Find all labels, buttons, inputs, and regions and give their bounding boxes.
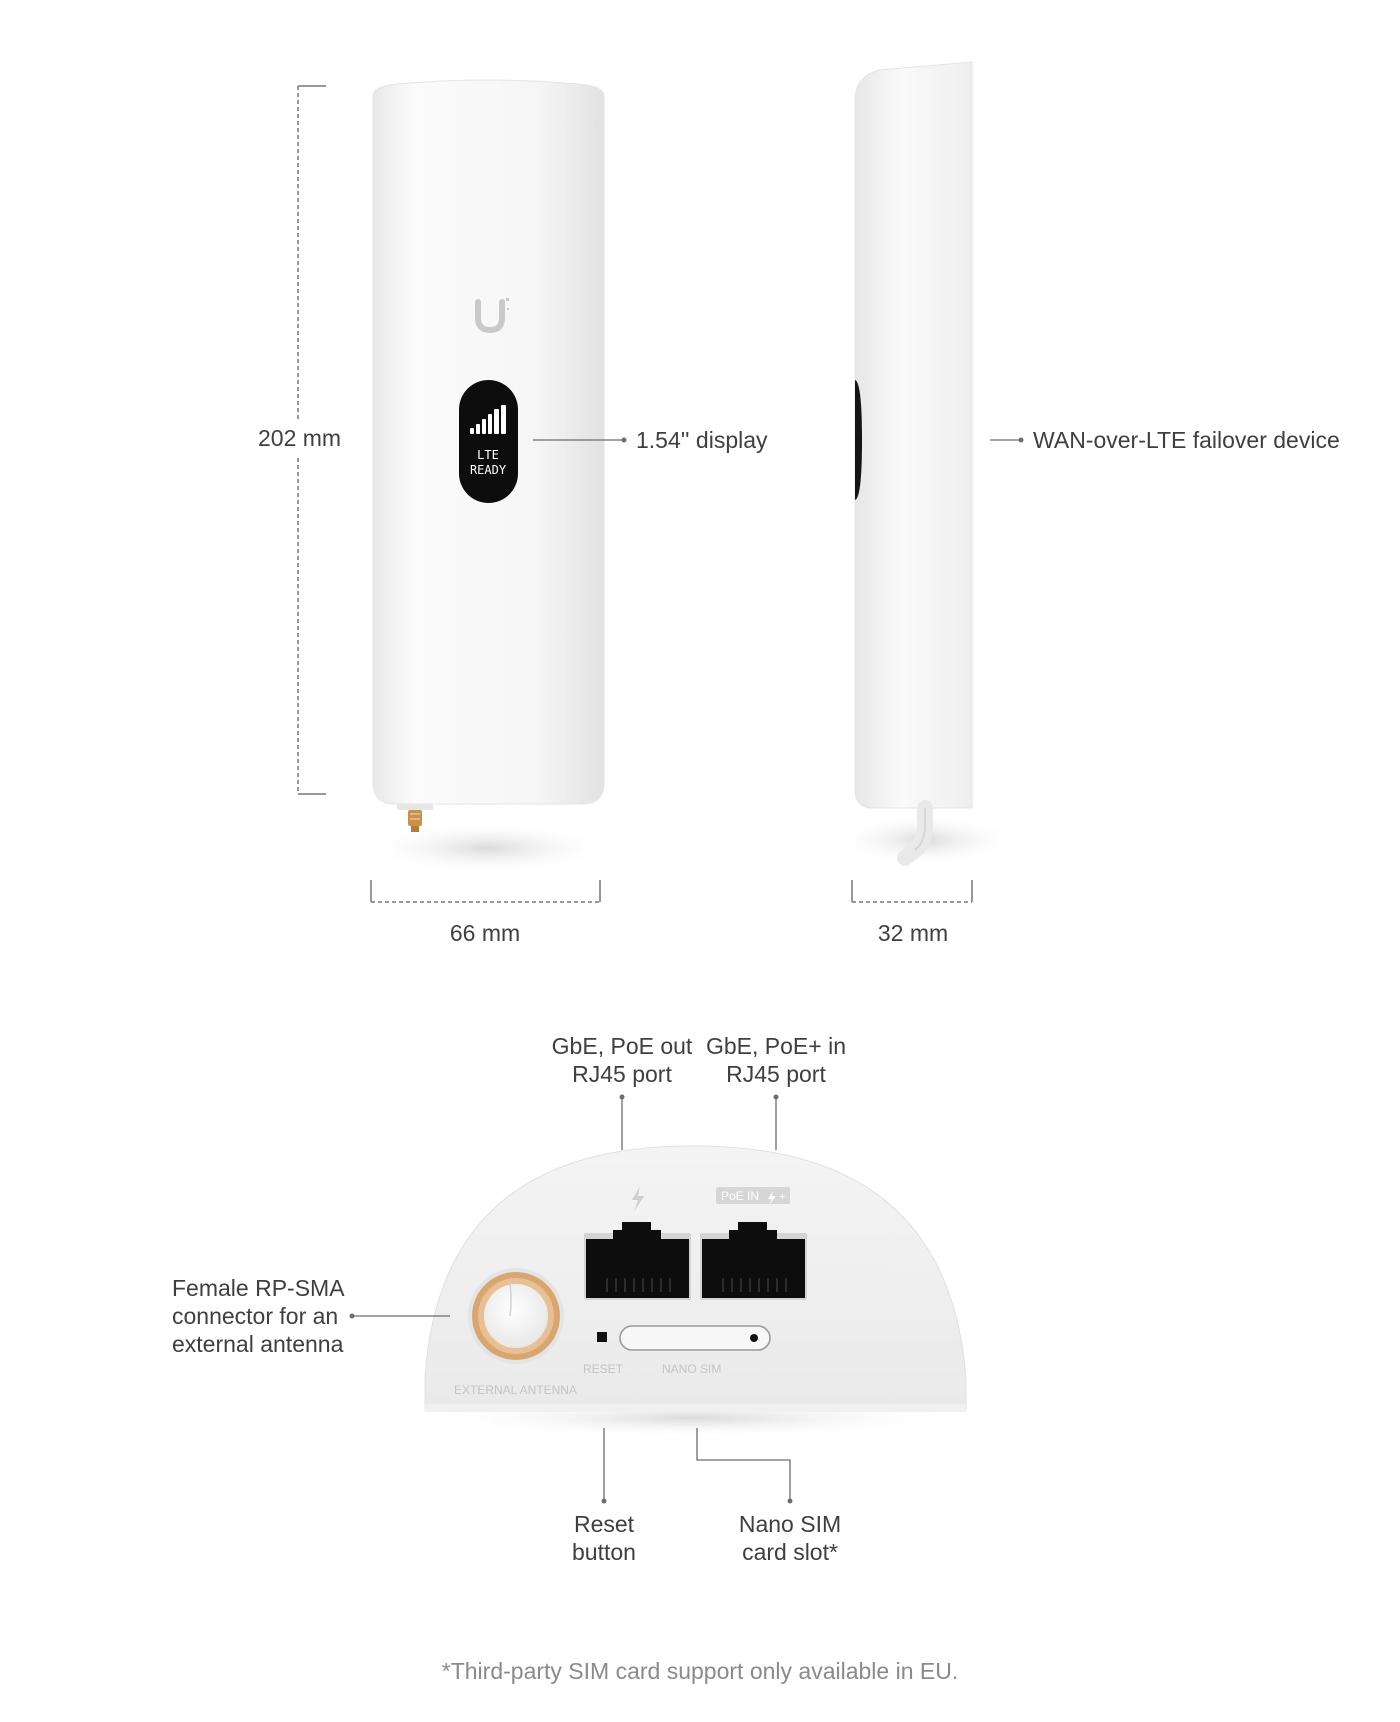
depth-dimension-label: 32 mm: [877, 920, 949, 946]
screen-text-lte: LTE: [477, 448, 499, 462]
poe-out-label-line1: GbE, PoE out: [551, 1033, 693, 1059]
display-callout-label: 1.54'' display: [636, 427, 768, 453]
reset-print: RESET: [583, 1362, 624, 1376]
antenna-label-line1: Female RP-SMA: [172, 1275, 345, 1301]
antenna-label-line3: external antenna: [172, 1331, 344, 1357]
svg-text:+: +: [779, 1191, 785, 1203]
antenna-callout-dot: [349, 1313, 355, 1319]
rj45-port-poe-out: [584, 1222, 691, 1300]
device-callout-label: WAN-over-LTE failover device: [1033, 427, 1340, 453]
poe-in-badge: [716, 1187, 790, 1204]
nano-sim-print: NANO SIM: [662, 1362, 721, 1376]
poe-out-callout-label: GbE, PoE out RJ45 port: [532, 1032, 712, 1088]
sim-callout-label: Nano SIM card slot*: [710, 1510, 870, 1566]
front-display: [459, 380, 518, 503]
external-antenna-connector: [468, 1268, 564, 1364]
ubiquiti-logo-icon: [475, 298, 509, 334]
lightning-bolt-icon: [632, 1186, 644, 1212]
poe-in-callout-label: GbE, PoE+ in RJ45 port: [686, 1032, 866, 1088]
front-view: LTE READY: [297, 79, 627, 903]
sim-label-line2: card slot*: [742, 1539, 838, 1565]
screen-text-ready: READY: [470, 463, 507, 477]
reset-callout-dot: [601, 1498, 607, 1504]
antenna-label-line2: connector for an: [172, 1303, 339, 1329]
poe-in-label-line2: RJ45 port: [726, 1061, 826, 1087]
poe-out-label-line2: RJ45 port: [572, 1061, 672, 1087]
poe-in-label-line1: GbE, PoE+ in: [706, 1033, 846, 1059]
width-dimension-label: 66 mm: [449, 920, 521, 946]
reset-label-line1: Reset: [573, 1511, 635, 1537]
antenna-callout-label: Female RP-SMA connector for an external …: [172, 1274, 345, 1358]
sim-label-line1: Nano SIM: [738, 1511, 842, 1537]
side-display-edge: [855, 380, 862, 500]
sim-callout-dot: [787, 1498, 793, 1504]
bottom-view: PoE IN +: [349, 1094, 967, 1504]
device-callout-dot: [1018, 437, 1024, 443]
reset-callout-label: Reset button: [534, 1510, 674, 1566]
depth-dimension-line: [851, 880, 973, 903]
display-callout-dot: [621, 437, 627, 443]
bottom-connector: [397, 804, 433, 832]
side-view: [833, 61, 1024, 903]
poe-in-badge-text: PoE IN: [721, 1189, 759, 1203]
height-dimension-label: 202 mm: [258, 425, 342, 451]
signal-bars-icon: [470, 405, 506, 434]
nano-sim-slot: [619, 1325, 771, 1351]
bottom-dome: [424, 1145, 967, 1411]
footnote: *Third-party SIM card support only avail…: [441, 1658, 959, 1684]
front-shadow: [362, 822, 612, 874]
external-antenna-print: EXTERNAL ANTENNA: [454, 1383, 577, 1397]
height-dimension-line: [297, 85, 326, 795]
rj45-port-poe-in: [700, 1222, 807, 1300]
sim-callout-line: [696, 1428, 791, 1500]
reset-button: [597, 1332, 607, 1342]
poe-out-callout-dot: [619, 1094, 625, 1100]
width-dimension-line: [370, 880, 601, 903]
poe-in-callout-dot: [773, 1094, 779, 1100]
reset-label-line2: button: [572, 1539, 636, 1565]
side-body: [854, 61, 973, 809]
